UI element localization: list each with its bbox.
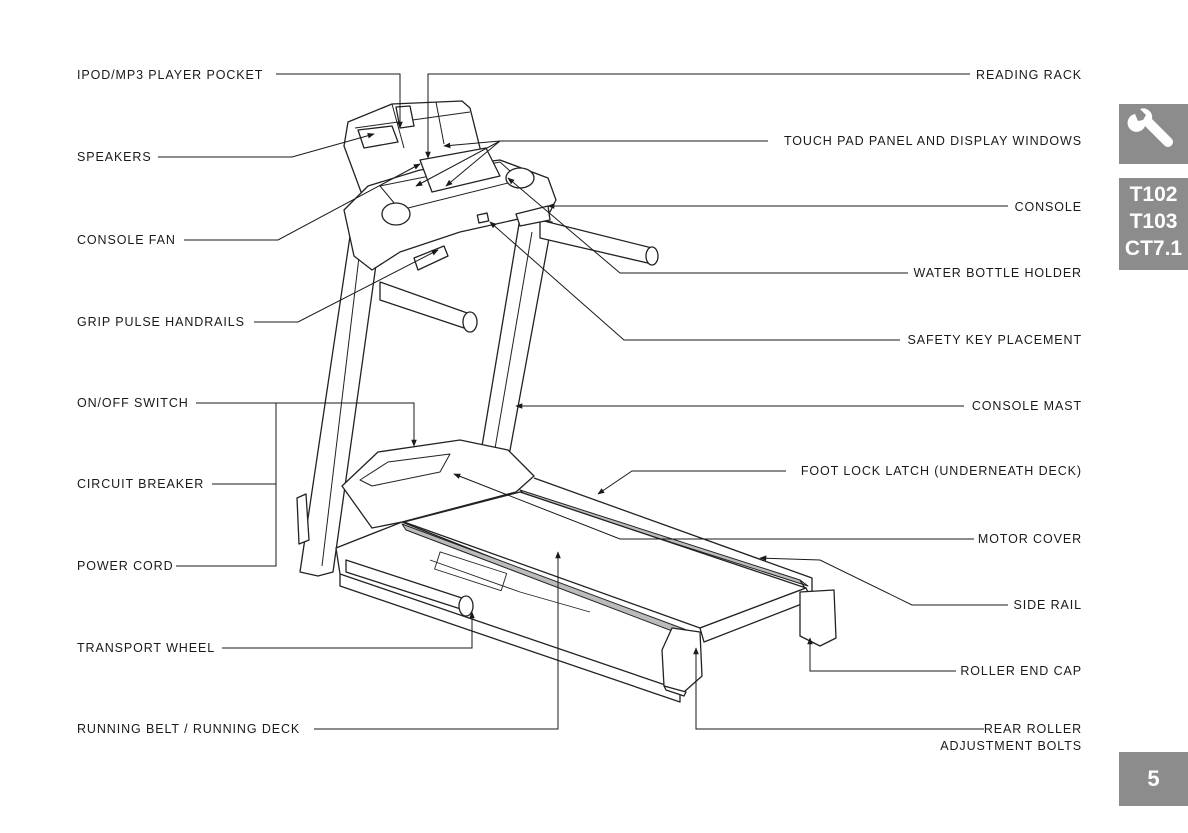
label-safety-key: SAFETY KEY PLACEMENT (907, 333, 1082, 347)
label-console: CONSOLE (1014, 200, 1082, 214)
leader-transport (222, 611, 475, 649)
model-ct71: CT7.1 (1124, 237, 1183, 260)
leader-speakers (158, 133, 375, 158)
leader-touch-pad-3 (445, 140, 501, 187)
leader-power (176, 484, 277, 567)
label-ipod-pocket: IPOD/MP3 PLAYER POCKET (77, 68, 264, 82)
label-motor-cover: MOTOR COVER (977, 532, 1082, 546)
label-onoff-switch: ON/OFF SWITCH (77, 396, 189, 410)
label-running-belt: RUNNING BELT / RUNNING DECK (77, 722, 301, 736)
label-transport-wheel: TRANSPORT WHEEL (77, 641, 216, 655)
wrench-icon (1127, 108, 1173, 147)
leader-foot-lock (597, 470, 786, 495)
leader-console-fan (184, 163, 421, 241)
leader-running-belt (314, 551, 561, 730)
label-rear-roller-2: ADJUSTMENT BOLTS (940, 739, 1082, 753)
label-water-bottle: WATER BOTTLE HOLDER (913, 266, 1082, 280)
leader-reading-rack (425, 73, 970, 159)
leader-grip-pulse (254, 249, 439, 323)
leader-safety-key (489, 221, 900, 341)
page-number: 5 (1119, 752, 1188, 806)
model-t103: T103 (1129, 210, 1178, 233)
label-reading-rack: READING RACK (976, 68, 1082, 82)
label-console-mast: CONSOLE MAST (971, 399, 1082, 413)
leader-motor-cover (453, 473, 974, 540)
leader-lines (158, 73, 1008, 730)
label-speakers: SPEAKERS (77, 150, 152, 164)
tools-tab (1119, 104, 1188, 164)
label-rear-roller-1: REAR ROLLER (983, 722, 1082, 736)
label-power-cord: POWER CORD (77, 559, 174, 573)
label-roller-end-cap: ROLLER END CAP (960, 664, 1082, 678)
leader-rear-roller (693, 647, 984, 730)
label-side-rail: SIDE RAIL (1013, 598, 1082, 612)
models-tab: T102 T103 CT7.1 (1119, 178, 1188, 270)
leader-circuit (212, 403, 277, 485)
label-console-fan: CONSOLE FAN (77, 233, 176, 247)
leader-water-bottle (507, 177, 908, 274)
label-circuit-breaker: CIRCUIT BREAKER (77, 477, 205, 491)
leader-side-rail (759, 555, 1008, 606)
leader-roller-end-cap (807, 637, 956, 672)
model-t102: T102 (1129, 183, 1178, 206)
treadmill-body (296, 100, 837, 703)
leader-ipod (276, 73, 403, 129)
leader-touch-pad-2 (443, 140, 501, 149)
label-touch-pad: TOUCH PAD PANEL AND DISPLAY WINDOWS (784, 134, 1082, 148)
leader-onoff (196, 402, 417, 447)
label-foot-lock: FOOT LOCK LATCH (UNDERNEATH DECK) (800, 464, 1082, 478)
label-grip-pulse: GRIP PULSE HANDRAILS (77, 315, 245, 329)
